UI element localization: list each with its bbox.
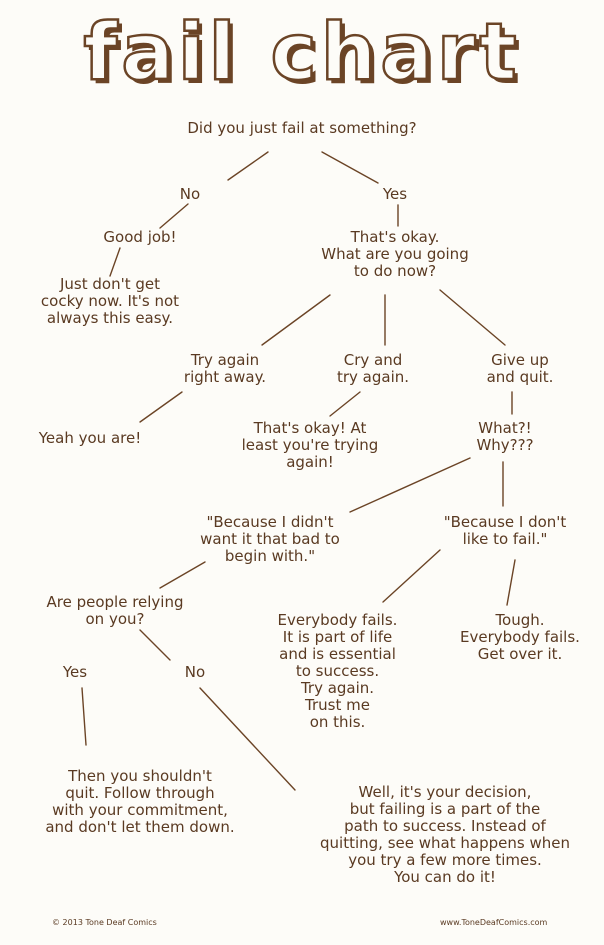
node-people-relying: Are people relying on you? (46, 593, 184, 628)
connector-because2-to-everybody (382, 549, 441, 603)
connector-goodjob-to-cocky (109, 247, 121, 277)
node-what-why: What?! Why??? (476, 419, 534, 454)
node-try-again: Try again right away. (183, 351, 267, 386)
chart-title: fail chart (82, 7, 521, 100)
connector-what-to-because1 (349, 457, 471, 513)
node-did-you-fail: Did you just fail at something? (187, 119, 417, 137)
node-because-didnt-want: "Because I didn't want it that bad to be… (200, 513, 340, 565)
connector-tryagain-to-yeah (139, 391, 183, 423)
node-relying-yes: Yes (62, 663, 88, 681)
connector-because2-to-tough (506, 559, 516, 606)
node-everybody-fails: Everybody fails. It is part of life and … (277, 611, 398, 731)
connector-because1-to-relying (159, 561, 206, 589)
node-give-up: Give up and quit. (486, 351, 554, 386)
node-yes: Yes (382, 185, 408, 203)
connector-okay-to-giveup (439, 289, 506, 346)
connector-no-to-goodjob (159, 203, 189, 229)
node-because-dont-like-fail: "Because I don't like to fail." (443, 513, 567, 548)
node-shouldnt-quit: Then you shouldn't quit. Follow through … (45, 767, 235, 836)
node-tough: Tough. Everybody fails. Get over it. (460, 611, 580, 663)
node-thats-okay: That's okay. What are you going to do no… (321, 228, 469, 280)
connector-okay-to-tryagain (261, 294, 331, 346)
node-yeah-you-are: Yeah you are! (38, 429, 142, 447)
node-relying-no: No (184, 663, 206, 681)
footer-copyright: © 2013 Tone Deaf Comics (52, 918, 157, 927)
node-cry-and-try: Cry and try again. (336, 351, 410, 386)
connector-q1-to-yes (321, 151, 379, 184)
node-at-least-trying: That's okay! At least you're trying agai… (241, 419, 379, 471)
node-good-job: Good job! (103, 228, 177, 246)
connector-q1-to-no (227, 151, 269, 181)
node-dont-get-cocky: Just don't get cocky now. It's not alway… (40, 275, 180, 327)
node-your-decision: Well, it's your decision, but failing is… (320, 783, 570, 886)
node-no: No (179, 185, 201, 203)
connector-cry-to-trying (329, 391, 361, 417)
footer-website: www.ToneDeafComics.com (440, 918, 548, 927)
connector-yes2-to-shouldnt (81, 687, 87, 746)
connector-relying-to-no (139, 629, 171, 661)
connector-no2-to-decision (199, 687, 296, 791)
